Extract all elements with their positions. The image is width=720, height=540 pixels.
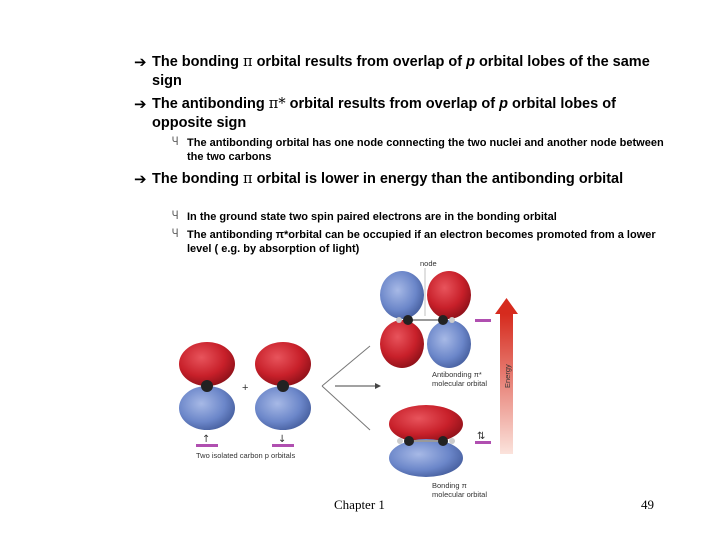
energy-arrow: [495, 298, 518, 454]
bullet-antibonding-overlap: ➔ The antibonding π* orbital results fro…: [134, 95, 674, 133]
sub-bullet-node: Ⴗ The antibonding orbital has one node c…: [172, 137, 664, 163]
energy-level-left: [196, 444, 218, 447]
split-line-down: [321, 385, 371, 431]
isolated-p-orbital-right: [255, 342, 311, 430]
bonding-pi-orbital: [389, 405, 463, 477]
bonding-energy-level: [475, 441, 491, 444]
sub-bullet-ground-state: Ⴗ In the ground state two spin paired el…: [172, 211, 557, 223]
antibonding-energy-level: [475, 319, 491, 322]
sub-bullet-marker-icon: Ⴗ: [172, 137, 179, 148]
bullet-text: The bonding: [152, 54, 244, 70]
split-line-up: [321, 345, 371, 387]
antibonding-label-1: Antibonding π*: [432, 370, 482, 379]
antibonding-pi-star-orbital: [380, 271, 471, 368]
arrow-head-icon: [375, 383, 381, 389]
isolated-p-orbital-left: [179, 342, 235, 430]
p-italic: p: [499, 96, 508, 112]
energy-level-right: [272, 444, 294, 447]
bullet-text: orbital results from overlap of: [252, 54, 467, 70]
pi-symbol: π: [243, 54, 253, 70]
antibonding-label-2: molecular orbital: [432, 379, 487, 388]
pi-symbol: π: [243, 171, 253, 187]
bullet-text: The antibonding: [152, 96, 269, 112]
arrow-bullet-icon: ➔: [134, 96, 147, 113]
bullet-bonding-overlap: ➔ The bonding π orbital results from ove…: [134, 53, 674, 91]
footer-chapter: Chapter 1: [334, 497, 385, 512]
bullet-text: The bonding: [152, 171, 244, 187]
electron-up-icon: ↑: [202, 434, 210, 445]
bullet-text: orbital lobes of the same sign: [152, 54, 650, 89]
bonding-label-1: Bonding π: [432, 481, 467, 490]
pi-star-symbol: π*: [268, 96, 286, 112]
bullet-text: orbital lobes of opposite sign: [152, 96, 616, 131]
bullet-text: orbital results from overlap of: [285, 96, 500, 112]
plus-sign: +: [242, 382, 248, 394]
bullet-energy: ➔ The bonding π orbital is lower in ener…: [134, 170, 674, 189]
sub-bullet-promotion: Ⴗ The antibonding π*orbital can be occup…: [172, 229, 656, 255]
electron-pair-icon: ⇅: [477, 431, 485, 442]
p-italic: p: [466, 54, 475, 70]
node-label: node: [420, 259, 437, 268]
pi-orbital-diagram: + ↑ ↓ Two isolated carbon p orbitals nod…: [179, 259, 518, 499]
energy-label: Energy: [503, 364, 512, 388]
arrow-bullet-icon: ➔: [134, 171, 147, 188]
electron-down-icon: ↓: [278, 434, 286, 445]
isolated-orbitals-label: Two isolated carbon p orbitals: [196, 451, 295, 460]
arrow-bullet-icon: ➔: [134, 54, 147, 71]
bullet-text: orbital is lower in energy than the anti…: [252, 171, 624, 187]
footer-page-number: 49: [641, 497, 654, 512]
sub-bullet-marker-icon: Ⴗ: [172, 211, 179, 222]
bonding-label-2: molecular orbital: [432, 490, 487, 499]
sub-bullet-marker-icon: Ⴗ: [172, 229, 179, 240]
